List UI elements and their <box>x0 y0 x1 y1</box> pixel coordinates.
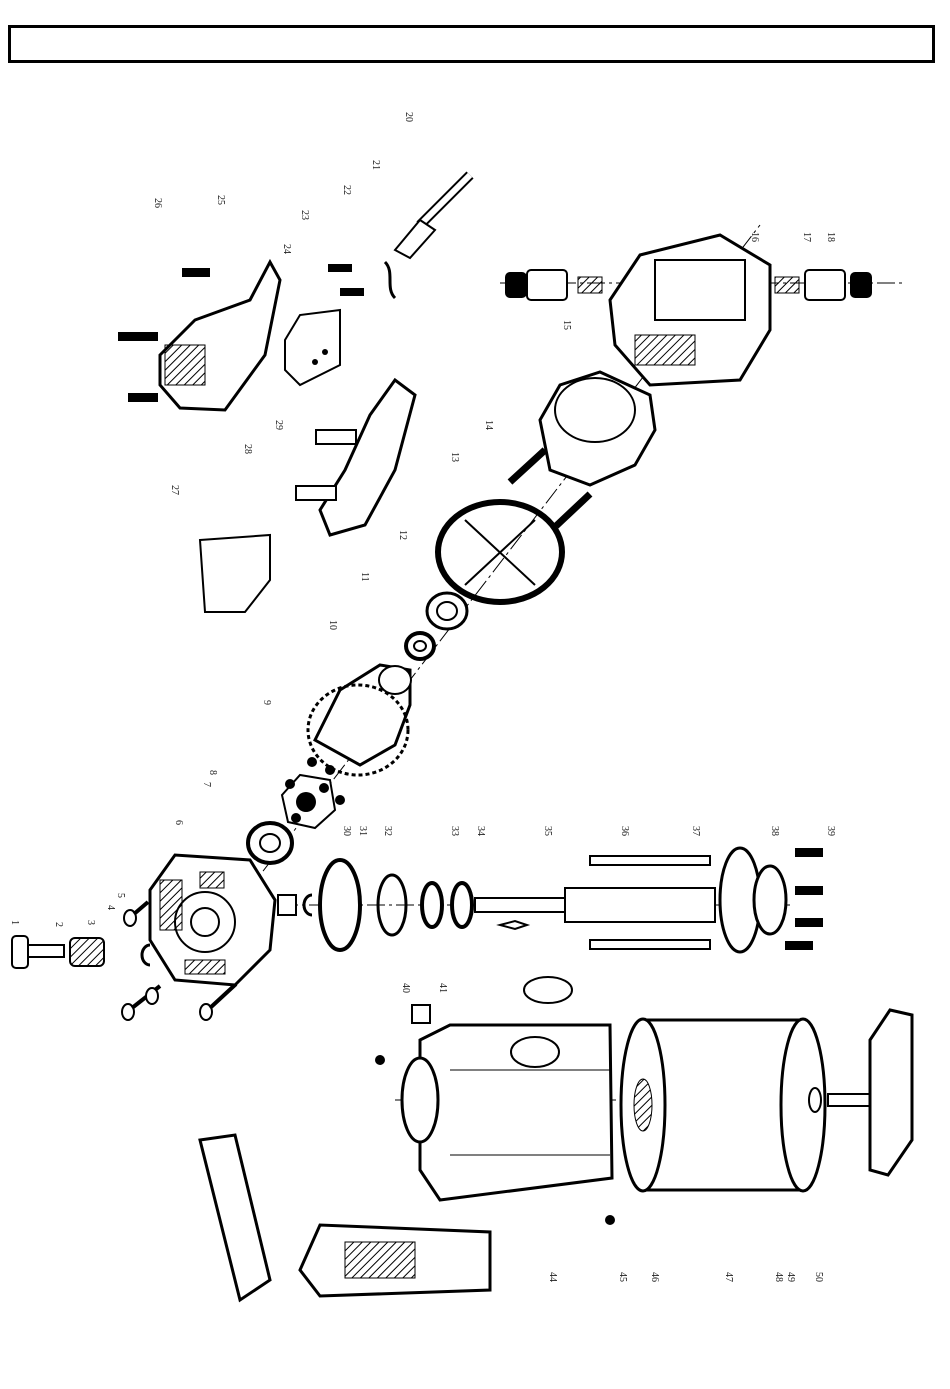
part-label-20: 20 <box>403 112 414 122</box>
part-15-motor-housing <box>610 235 770 385</box>
part-label-44: 44 <box>547 1272 558 1282</box>
part-label-31: 31 <box>357 826 368 836</box>
part-label-37: 37 <box>690 826 701 836</box>
part-label-28: 28 <box>242 444 253 454</box>
part-label-17: 17 <box>801 232 812 242</box>
part-3-circlip <box>142 945 150 965</box>
front-gear-housing <box>150 855 275 985</box>
part-label-26: 26 <box>152 198 163 208</box>
part-label-11: 11 <box>359 572 370 582</box>
part-2-spring <box>70 938 104 966</box>
part-20-21-cable <box>395 175 470 258</box>
part-12-ring <box>438 502 562 602</box>
part-22-23-clamp <box>328 262 395 298</box>
part-label-14: 14 <box>483 420 494 430</box>
part-label-6: 6 <box>173 820 184 825</box>
part-label-38: 38 <box>769 826 780 836</box>
part-label-35: 35 <box>542 826 553 836</box>
part-label-39: 39 <box>825 826 836 836</box>
part-label-32: 32 <box>382 826 393 836</box>
part-label-27: 27 <box>169 485 180 495</box>
part-label-7: 7 <box>201 782 212 787</box>
part-label-25: 25 <box>215 195 226 205</box>
part-label-2: 2 <box>53 922 64 927</box>
part-1-lever-bolt <box>12 936 64 968</box>
part-label-30: 30 <box>341 826 352 836</box>
part-label-12: 12 <box>397 530 408 540</box>
part-10-bearing <box>406 633 434 659</box>
part-7-8-bearing-plate <box>282 757 345 828</box>
part-label-40: 40 <box>400 983 411 993</box>
part-label-41: 41 <box>437 983 448 993</box>
part-label-48: 48 <box>773 1272 784 1282</box>
part-45-plug <box>605 1215 615 1225</box>
part-9-armature <box>308 665 411 775</box>
part-label-24: 24 <box>281 244 292 254</box>
part-27-plate <box>200 535 270 612</box>
part-label-36: 36 <box>619 826 630 836</box>
part-label-8: 8 <box>207 770 218 775</box>
part-label-3: 3 <box>85 920 96 925</box>
part-label-9: 9 <box>261 700 272 705</box>
part-label-18: 18 <box>825 232 836 242</box>
part-label-49: 49 <box>785 1272 796 1282</box>
part-11-bearing-sleeve <box>427 593 467 629</box>
part-24-switch <box>285 310 340 385</box>
part-38-39-flange <box>720 848 823 952</box>
part-label-46: 46 <box>649 1272 660 1282</box>
part-label-23: 23 <box>299 210 310 220</box>
part-label-1: 1 <box>9 920 20 925</box>
part-label-29: 29 <box>273 420 284 430</box>
part-label-33: 33 <box>449 826 460 836</box>
part-28-29-handle-half <box>296 380 415 535</box>
part-label-21: 21 <box>370 160 381 170</box>
part-47-drum <box>621 1019 825 1191</box>
part-30-to-35-gear-assembly <box>278 860 715 950</box>
part-label-34: 34 <box>475 826 486 836</box>
part-25-26-handle-half <box>118 262 280 410</box>
part-6-bearing <box>248 823 292 863</box>
part-46-cap <box>524 977 572 1003</box>
part-label-5: 5 <box>115 893 126 898</box>
part-44-gear-housing <box>402 1025 612 1200</box>
part-label-15: 15 <box>561 320 572 330</box>
part-label-4: 4 <box>105 905 116 910</box>
part-label-13: 13 <box>449 452 460 462</box>
part-label-16: 16 <box>749 232 760 242</box>
part-14-stator <box>540 372 655 485</box>
part-label-45: 45 <box>617 1272 628 1282</box>
part-label-10: 10 <box>327 620 338 630</box>
part-label-47: 47 <box>723 1272 734 1282</box>
part-label-22: 22 <box>341 185 352 195</box>
part-label-50: 50 <box>813 1272 824 1282</box>
